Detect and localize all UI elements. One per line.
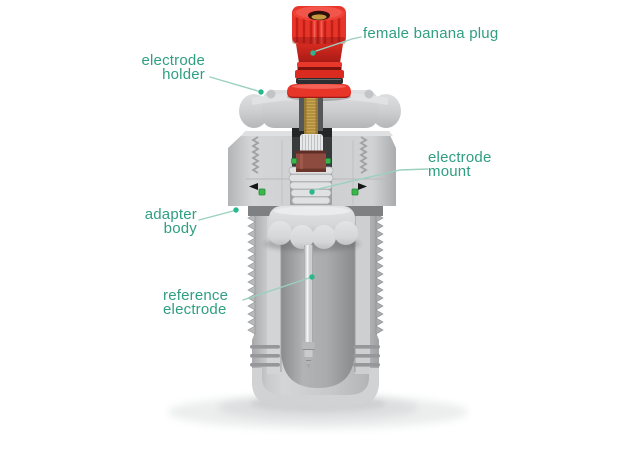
label-line: reference (163, 287, 229, 304)
external-threads-right (375, 213, 384, 335)
leader-female-banana-plug (315, 36, 362, 52)
label-line: electrode (141, 52, 205, 69)
label-electrode-holder: electrode holder (85, 52, 205, 83)
label-line: electrode (428, 149, 492, 166)
label-adapter-body: adapter body (77, 206, 197, 237)
retaining-clip-right (358, 183, 367, 190)
dot-female-banana-plug (310, 50, 316, 56)
dot-adapter-body (233, 207, 239, 213)
leader-electrode-mount (313, 168, 429, 191)
leader-reference-electrode (242, 277, 310, 301)
label-line: female banana plug (363, 25, 499, 42)
dot-reference-electrode (309, 274, 315, 280)
marker-dots (233, 50, 316, 280)
electrode-holder-illustration (239, 89, 401, 131)
reference-electrode-illustration (302, 245, 315, 369)
dot-electrode-mount (309, 189, 315, 195)
grip-grooves (250, 345, 380, 367)
brass-rod-illustration (304, 96, 318, 140)
leader-adapter-body (198, 210, 234, 221)
oring-right (351, 188, 359, 196)
interior-cavity (281, 212, 355, 388)
banana-plug-illustration (287, 6, 351, 98)
oring-cap-right (325, 158, 331, 164)
label-line: adapter (144, 206, 197, 223)
label-line: holder (162, 66, 205, 83)
label-female-banana-plug: female banana plug (363, 25, 499, 42)
retaining-clip-left (249, 183, 258, 190)
external-threads-left (247, 213, 256, 335)
leader-electrode-holder (209, 76, 259, 92)
label-line: electrode (163, 301, 227, 318)
oring-left (258, 188, 266, 196)
label-reference-electrode: reference electrode (163, 287, 229, 318)
label-electrode-mount: electrode mount (428, 149, 492, 180)
leader-lines (198, 36, 429, 301)
electrode-cap-illustration (291, 134, 331, 172)
cup-floor-cross-section (252, 368, 379, 406)
label-line: body (163, 220, 197, 237)
dot-electrode-holder (258, 89, 264, 95)
label-line: mount (428, 163, 471, 180)
oring-cap-left (291, 158, 297, 164)
